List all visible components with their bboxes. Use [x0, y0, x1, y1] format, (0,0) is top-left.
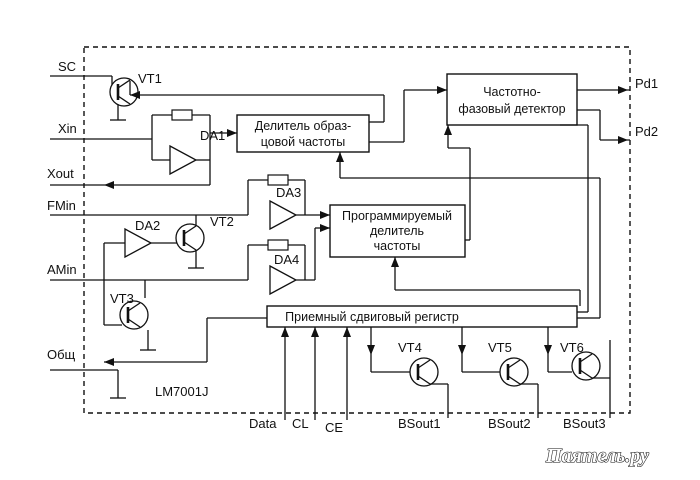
arrow-prog-to-pd — [444, 125, 452, 135]
vt2-label: VT2 — [210, 214, 234, 229]
arrow-bus-ref — [336, 152, 344, 162]
reference-divider-block — [236, 114, 370, 153]
transistor-vt2 — [174, 222, 206, 254]
transistor-vt1 — [108, 76, 140, 108]
watermark-logo: Паяmель.ру — [545, 445, 649, 467]
vt6-label: VT6 — [560, 340, 584, 355]
resistor-da4 — [267, 239, 289, 251]
arrow-pd1 — [618, 86, 628, 94]
da1-label: DA1 — [200, 128, 225, 143]
arrow-vt4 — [367, 345, 375, 355]
programmable-divider-label-3: частоты — [374, 239, 421, 253]
arrow-data — [281, 327, 289, 337]
chip-name-label: LM7001J — [155, 384, 208, 399]
pin-fmin-label: FMin — [47, 198, 76, 213]
resistor-da1 — [171, 109, 193, 121]
pin-sc-label: SC — [58, 59, 76, 74]
programmable-divider-label-1: Программируемый — [342, 209, 452, 223]
vt5-label: VT5 — [488, 340, 512, 355]
arrow-vt6 — [544, 345, 552, 355]
phase-detector-label-1: Частотно- — [483, 85, 541, 99]
pin-ce-label: CE — [325, 420, 343, 435]
shift-register-block — [266, 305, 578, 328]
pin-pd2-label: Pd2 — [635, 124, 658, 139]
pin-cl-label: CL — [292, 416, 309, 431]
transistor-vt4 — [408, 356, 440, 388]
transistor-vt5 — [498, 356, 530, 388]
pin-bsout2-label: BSout2 — [488, 416, 531, 431]
phase-detector-block — [446, 73, 578, 126]
arrow-da1 — [227, 129, 237, 137]
arrow-vt5 — [458, 345, 466, 355]
amplifier-da4 — [269, 264, 298, 296]
arrow-vt1 — [130, 91, 140, 99]
da4-label: DA4 — [274, 252, 299, 267]
amplifier-da1 — [169, 144, 198, 176]
pin-amin-label: AMin — [47, 262, 77, 277]
reference-divider-label-1: Делитель образ- — [255, 119, 351, 133]
vt4-label: VT4 — [398, 340, 422, 355]
arrow-pd2 — [618, 136, 628, 144]
arrow-bus-prog — [391, 257, 399, 267]
phase-detector-label-2: фазовый детектор — [458, 102, 565, 116]
arrow-xout — [104, 181, 114, 189]
da3-label: DA3 — [276, 185, 301, 200]
chip-outline — [83, 46, 631, 414]
amplifier-da3 — [269, 199, 298, 231]
reference-divider-label-2: цовой частоты — [261, 135, 346, 149]
pin-xin-label: Xin — [58, 121, 77, 136]
programmable-divider-block — [329, 204, 466, 258]
arrow-da4 — [320, 224, 330, 232]
pin-pd1-label: Pd1 — [635, 76, 658, 91]
arrow-ce — [343, 327, 351, 337]
da2-label: DA2 — [135, 218, 160, 233]
resistor-da3 — [267, 174, 289, 186]
pin-data-label: Data — [249, 416, 277, 431]
pin-bsout1-label: BSout1 — [398, 416, 441, 431]
programmable-divider-label-2: делитель — [370, 224, 424, 238]
shift-register-label: Приемный сдвиговый регистр — [285, 310, 459, 324]
arrow-reg-left — [104, 358, 114, 366]
arrow-da3 — [320, 211, 330, 219]
vt3-label: VT3 — [110, 291, 134, 306]
transistor-vt6 — [570, 350, 602, 382]
arrow-cl — [311, 327, 319, 337]
pin-bsout3-label: BSout3 — [563, 416, 606, 431]
pin-gnd-label: Общ — [47, 347, 76, 362]
vt1-label: VT1 — [138, 71, 162, 86]
pin-xout-label: Xout — [47, 166, 74, 181]
amplifier-da2 — [124, 227, 153, 259]
arrow-ref-to-pd — [437, 86, 447, 94]
